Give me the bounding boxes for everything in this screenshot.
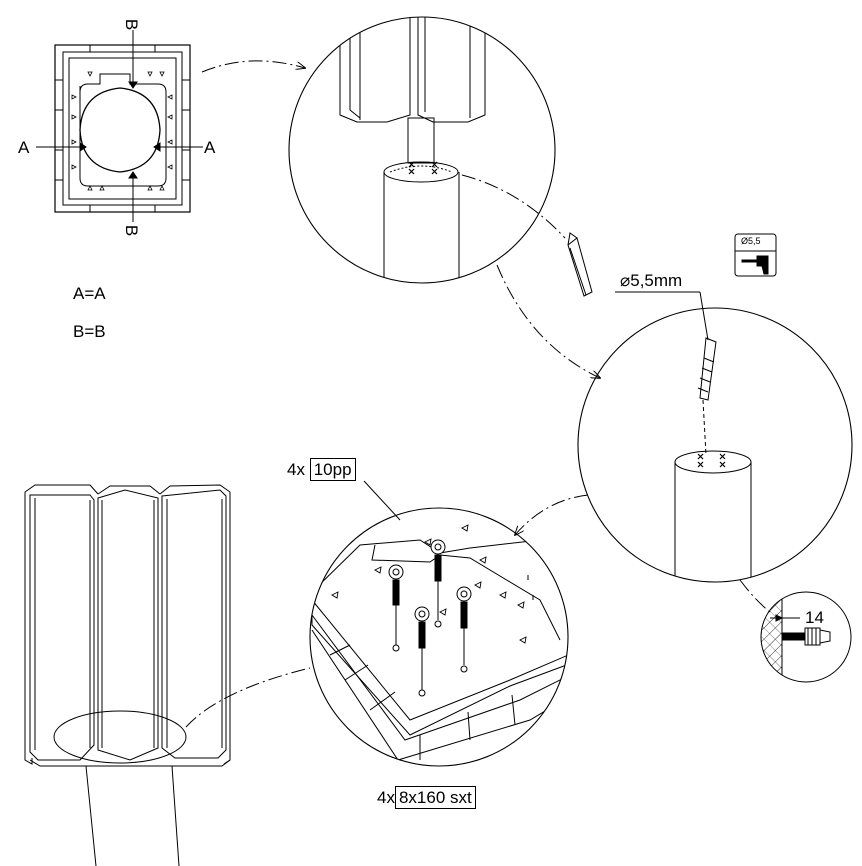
screw-group bbox=[388, 539, 472, 697]
flow-arrow-2 bbox=[496, 264, 600, 378]
plug-leader bbox=[363, 480, 401, 521]
equation-a: A=A bbox=[73, 284, 106, 303]
detail-circle-depth bbox=[760, 591, 852, 683]
screw-qty: 4x bbox=[377, 788, 395, 807]
drill-icon bbox=[734, 233, 777, 277]
screw bbox=[414, 606, 430, 697]
screw bbox=[388, 564, 404, 652]
detail-circle-fixing bbox=[309, 507, 569, 767]
drill-diameter: ⌀5,5mm bbox=[620, 272, 682, 289]
section-mark-b-top: B bbox=[122, 18, 142, 31]
leader-line-1 bbox=[461, 174, 566, 239]
section-mark-b-bottom: B bbox=[122, 224, 142, 237]
top-view bbox=[36, 30, 203, 222]
pencil-icon bbox=[567, 232, 593, 297]
screw-code: 8x160 sxt bbox=[394, 786, 476, 809]
equation-b: B=B bbox=[73, 322, 106, 341]
flow-arrow-3 bbox=[515, 494, 589, 535]
leader-line-3 bbox=[185, 667, 311, 728]
flow-arrow-1 bbox=[201, 60, 305, 73]
drill-icon-label: Ø5,5 bbox=[741, 236, 761, 246]
section-mark-a-left: A bbox=[18, 138, 30, 157]
panel-assembly bbox=[24, 484, 231, 866]
diameter-leader-drop bbox=[699, 291, 709, 341]
depth-dimension: 14 bbox=[805, 608, 824, 627]
screw bbox=[456, 586, 472, 673]
leader-line-depth bbox=[739, 579, 771, 613]
plug-qty: 4x bbox=[287, 460, 305, 479]
screw bbox=[430, 539, 446, 628]
detail-circle-drilling bbox=[577, 307, 853, 583]
plug-code: 10pp bbox=[309, 458, 356, 481]
diameter-value: 5,5mm bbox=[630, 271, 683, 290]
plug-label: 4x 10pp bbox=[287, 458, 356, 481]
section-mark-a-right: A bbox=[204, 138, 216, 157]
detail-circle-marking bbox=[288, 16, 556, 284]
diameter-symbol: ⌀ bbox=[620, 271, 631, 290]
